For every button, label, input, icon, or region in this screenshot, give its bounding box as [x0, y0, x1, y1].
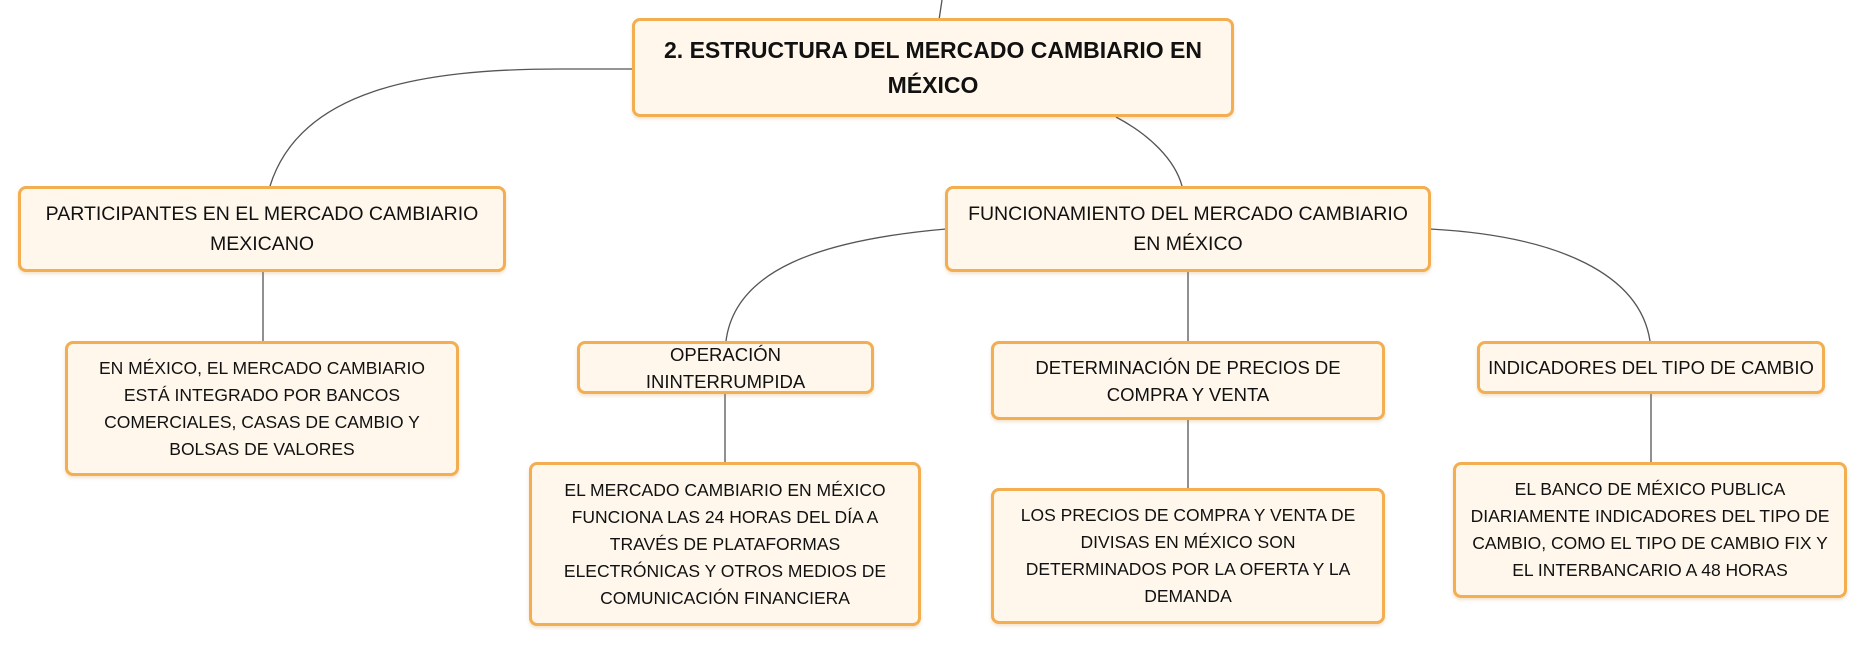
root-node-label: 2. ESTRUCTURA DEL MERCADO CAMBIARIO EN M… — [664, 36, 1202, 98]
uninterrupted-operation-detail-node[interactable]: EL MERCADO CAMBIARIO EN MÉXICO FUNCIONA … — [529, 462, 921, 626]
exchange-indicators-node[interactable]: INDICADORES DEL TIPO DE CAMBIO — [1477, 341, 1825, 394]
operation-node[interactable]: FUNCIONAMIENTO DEL MERCADO CAMBIARIO EN … — [945, 186, 1431, 272]
uninterrupted-operation-label: OPERACIÓN ININTERRUMPIDA — [645, 343, 806, 392]
exchange-indicators-detail-node[interactable]: EL BANCO DE MÉXICO PUBLICA DIARIAMENTE I… — [1453, 462, 1847, 598]
participants-detail-text: EN MÉXICO, EL MERCADO CAMBIARIO ESTÁ INT… — [98, 357, 426, 459]
participants-detail-node[interactable]: EN MÉXICO, EL MERCADO CAMBIARIO ESTÁ INT… — [65, 341, 459, 476]
connector-root-participants — [269, 68, 634, 187]
uninterrupted-operation-node[interactable]: OPERACIÓN ININTERRUMPIDA — [577, 341, 874, 394]
price-determination-label: DETERMINACIÓN DE PRECIOS DE COMPRA Y VEN… — [1035, 356, 1341, 405]
uninterrupted-operation-detail-text: EL MERCADO CAMBIARIO EN MÉXICO FUNCIONA … — [563, 479, 887, 608]
connector-root-operation — [1115, 116, 1183, 187]
connector-operation-uninterrupted — [725, 228, 947, 342]
price-determination-detail-node[interactable]: LOS PRECIOS DE COMPRA Y VENTA DE DIVISAS… — [991, 488, 1385, 624]
participants-node[interactable]: PARTICIPANTES EN EL MERCADO CAMBIARIO ME… — [18, 186, 506, 272]
participants-node-label: PARTICIPANTES EN EL MERCADO CAMBIARIO ME… — [45, 203, 479, 255]
price-determination-detail-text: LOS PRECIOS DE COMPRA Y VENTA DE DIVISAS… — [1020, 505, 1356, 606]
operation-node-label: FUNCIONAMIENTO DEL MERCADO CAMBIARIO EN … — [968, 203, 1408, 255]
connector-operation-indicators — [1429, 228, 1651, 342]
root-node[interactable]: 2. ESTRUCTURA DEL MERCADO CAMBIARIO EN M… — [632, 18, 1234, 117]
price-determination-node[interactable]: DETERMINACIÓN DE PRECIOS DE COMPRA Y VEN… — [991, 341, 1385, 420]
connector-incoming — [938, 0, 943, 21]
exchange-indicators-detail-text: EL BANCO DE MÉXICO PUBLICA DIARIAMENTE I… — [1470, 479, 1830, 580]
exchange-indicators-label: INDICADORES DEL TIPO DE CAMBIO — [1488, 357, 1814, 378]
